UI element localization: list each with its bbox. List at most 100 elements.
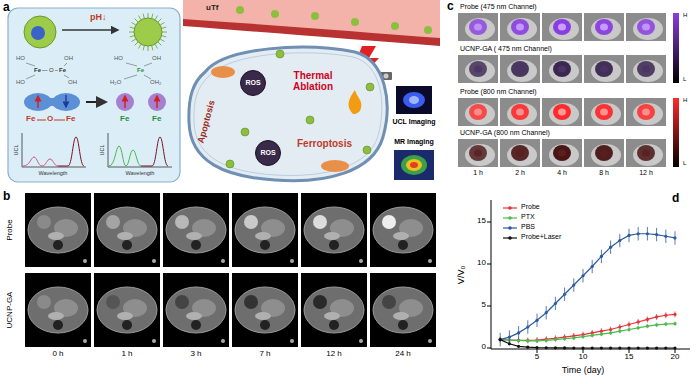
fluorescence-tile bbox=[584, 98, 624, 126]
mri-slice bbox=[398, 240, 408, 250]
mri-slice bbox=[398, 320, 408, 330]
fluorescence-tile bbox=[458, 13, 498, 41]
mri-slice bbox=[393, 312, 409, 320]
line-chart bbox=[637, 346, 640, 349]
fluorescence-tile bbox=[469, 19, 487, 35]
mri-slice bbox=[324, 232, 340, 240]
line-chart bbox=[591, 265, 594, 268]
legend-sample bbox=[503, 206, 517, 240]
line-chart bbox=[673, 322, 676, 325]
mri-slice bbox=[382, 295, 396, 309]
line-chart bbox=[591, 346, 594, 349]
inset-box bbox=[8, 8, 180, 182]
nanoparticle bbox=[158, 42, 162, 46]
line-chart bbox=[545, 339, 548, 342]
line-chart bbox=[664, 322, 667, 325]
fluorescence-tile bbox=[642, 150, 650, 157]
fluorescence-tile bbox=[458, 55, 498, 83]
line-chart bbox=[563, 337, 566, 340]
mri-slice bbox=[260, 320, 270, 330]
cell-outline bbox=[366, 83, 374, 91]
fluorescence-tile bbox=[516, 109, 524, 116]
line-chart bbox=[572, 336, 575, 339]
nanoparticle bbox=[155, 16, 158, 20]
blood-vessel bbox=[424, 26, 432, 34]
annotation-label: Fe bbox=[34, 67, 41, 74]
fluorescence-tile bbox=[500, 98, 540, 126]
fluorescence-tile bbox=[642, 24, 650, 31]
mri-slice bbox=[301, 193, 367, 267]
annotation-label: UCNP-GA (800 nm Channel) bbox=[460, 129, 550, 137]
annotation-label: 2 h bbox=[515, 169, 525, 177]
annotation-label: 4 h bbox=[557, 169, 567, 177]
chemical-bond bbox=[26, 75, 35, 79]
ros-badge: ROS bbox=[255, 140, 281, 166]
line-chart bbox=[655, 346, 658, 349]
line-chart bbox=[554, 338, 557, 341]
nanoparticle bbox=[130, 27, 135, 28]
line-chart bbox=[618, 239, 621, 242]
mri-slice bbox=[53, 240, 63, 250]
nanoparticle bbox=[143, 14, 144, 19]
fluorescence-tile bbox=[474, 150, 482, 157]
blood-vessel bbox=[311, 12, 319, 20]
annotation-label: OH bbox=[64, 55, 73, 62]
fluorescence-tile bbox=[507, 103, 537, 125]
fluorescence-tile bbox=[553, 104, 571, 120]
line-chart bbox=[554, 302, 557, 305]
cell-outline bbox=[321, 160, 349, 172]
annotation-label: Probe bbox=[6, 219, 15, 240]
fluorescence-tile bbox=[469, 104, 487, 120]
spin-orbital bbox=[156, 96, 157, 108]
fluorescence-tile bbox=[511, 19, 529, 35]
mri-slice bbox=[255, 312, 271, 320]
nanoparticle bbox=[155, 44, 158, 48]
fluorescence-tile bbox=[558, 66, 566, 73]
line-chart bbox=[627, 323, 630, 326]
annotation-label: Probe (475 nm Channel) bbox=[460, 3, 537, 11]
line-chart bbox=[499, 338, 502, 341]
line-chart bbox=[609, 331, 612, 334]
fluorescence-tile bbox=[474, 66, 482, 73]
legend-label: Probe+Laser bbox=[521, 233, 561, 241]
fluorescence-tile bbox=[558, 150, 566, 157]
blood-vessel bbox=[236, 6, 244, 14]
mri-slice bbox=[232, 193, 298, 267]
mri-slice bbox=[393, 232, 409, 240]
spectrum-plot bbox=[23, 157, 58, 166]
line-chart bbox=[572, 346, 575, 349]
blood-vessel bbox=[183, 0, 440, 46]
spin-orbital bbox=[124, 96, 125, 108]
line-chart bbox=[664, 346, 667, 349]
fluorescence-tile bbox=[637, 145, 655, 161]
spin-orbital bbox=[37, 120, 46, 121]
annotation-label: OH bbox=[68, 79, 77, 86]
cell-outline bbox=[211, 66, 235, 78]
mri-slice bbox=[175, 295, 189, 309]
fluorescence-tile bbox=[500, 139, 540, 167]
mri-slice bbox=[48, 312, 64, 320]
chemical-bond bbox=[64, 63, 67, 66]
mri-slice bbox=[53, 320, 63, 330]
fluorescence-tile bbox=[516, 24, 524, 31]
line-chart bbox=[637, 320, 640, 323]
annotation-label: MR Imaging bbox=[394, 138, 434, 146]
mri-slice bbox=[235, 287, 295, 333]
panel-letter: d bbox=[672, 192, 679, 205]
nanoparticle bbox=[132, 39, 136, 42]
nanoparticle bbox=[135, 42, 139, 46]
annotation-label: 5 bbox=[482, 301, 486, 310]
line-chart bbox=[517, 345, 520, 348]
mri-slice bbox=[191, 320, 201, 330]
cell-outline bbox=[189, 47, 387, 181]
line-chart bbox=[637, 232, 640, 235]
ros-label: ROS bbox=[260, 149, 275, 157]
imaging-thumbnail bbox=[394, 150, 434, 180]
mri-slice bbox=[260, 240, 270, 250]
fluorescence-tile bbox=[465, 103, 495, 125]
mri-slice bbox=[152, 259, 156, 263]
line-chart bbox=[500, 340, 675, 348]
mri-slice bbox=[373, 207, 433, 253]
line-chart bbox=[526, 339, 529, 342]
annotation-label: Time (day) bbox=[562, 366, 605, 376]
